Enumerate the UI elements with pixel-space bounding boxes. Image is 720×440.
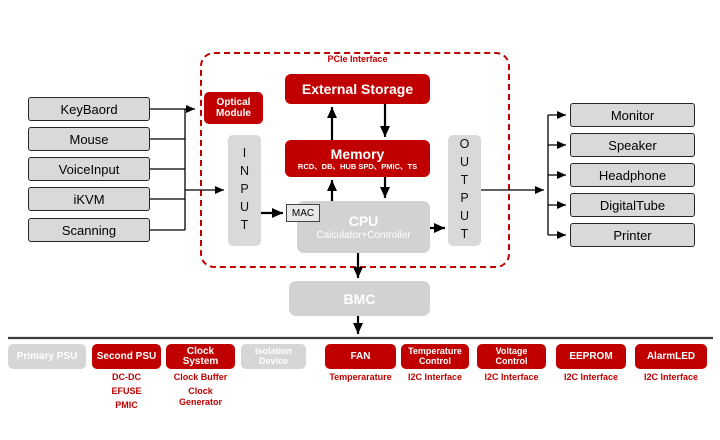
voltage-control-label: Voltage Control bbox=[477, 344, 546, 369]
voltage-control-sub-1: I2C Interface bbox=[484, 372, 539, 382]
fan-sub-1: Temperarature bbox=[329, 372, 392, 382]
second-psu-sub-3: PMIC bbox=[115, 400, 138, 410]
output-device-monitor: Monitor bbox=[570, 103, 695, 127]
output-box: OUTPUT bbox=[448, 135, 481, 246]
memory-box: Memory RCD、DB、HUB SPD、PMIC、TS bbox=[285, 140, 430, 177]
input-device-mouse: Mouse bbox=[28, 127, 150, 151]
module-alarmled: AlarmLED I2C Interface bbox=[635, 344, 707, 383]
input-device-ikvm: iKVM bbox=[28, 187, 150, 211]
pcie-interface-label: PCIe Interface bbox=[327, 54, 388, 64]
eeprom-sub-1: I2C Interface bbox=[563, 372, 619, 382]
cpu-subtitle: Calculator+Controller bbox=[316, 229, 411, 241]
input-box: INPUT bbox=[228, 135, 261, 246]
cpu-title: CPU bbox=[348, 212, 379, 229]
isolation-device-label: Isolation Device bbox=[241, 344, 306, 369]
module-isolation-device: Isolation Device bbox=[241, 344, 306, 369]
external-storage-box: External Storage bbox=[285, 74, 430, 104]
module-fan: FAN Temperarature bbox=[325, 344, 396, 383]
clock-system-label: Clock System bbox=[166, 344, 235, 369]
memory-subtitle: RCD、DB、HUB SPD、PMIC、TS bbox=[297, 161, 418, 171]
second-psu-sub-2: EFUSE bbox=[111, 386, 142, 396]
input-device-keybaord: KeyBaord bbox=[28, 97, 150, 121]
module-second-psu: Second PSU DC-DC EFUSE PMIC bbox=[92, 344, 161, 411]
alarmled-label: AlarmLED bbox=[635, 344, 707, 369]
module-voltage-control: Voltage Control I2C Interface bbox=[477, 344, 546, 383]
fan-label: FAN bbox=[325, 344, 396, 369]
mac-box: MAC bbox=[286, 204, 320, 222]
module-primary-psu: Primary PSU bbox=[8, 344, 86, 369]
memory-title: Memory bbox=[330, 145, 385, 162]
eeprom-label: EEPROM bbox=[556, 344, 626, 369]
output-device-digitaltube: DigitalTube bbox=[570, 193, 695, 217]
clock-system-sub-1: Clock Buffer bbox=[173, 372, 228, 382]
output-device-headphone: Headphone bbox=[570, 163, 695, 187]
clock-system-sub-2: Clock Generator bbox=[178, 386, 222, 407]
output-label: OUTPUT bbox=[457, 136, 472, 245]
alarmled-sub-1: I2C Interface bbox=[643, 372, 699, 382]
input-device-scanning: Scanning bbox=[28, 218, 150, 242]
bmc-box: BMC bbox=[289, 281, 430, 316]
second-psu-sub-1: DC-DC bbox=[112, 372, 141, 382]
input-device-voiceinput: VoiceInput bbox=[28, 157, 150, 181]
primary-psu-label: Primary PSU bbox=[8, 344, 86, 369]
module-temperature-control: Temperature Control I2C Interface bbox=[401, 344, 469, 383]
output-device-printer: Printer bbox=[570, 223, 695, 247]
module-clock-system: Clock System Clock Buffer Clock Generato… bbox=[166, 344, 235, 408]
optical-module-box: Optical Module bbox=[204, 92, 263, 124]
temperature-control-label: Temperature Control bbox=[401, 344, 469, 369]
output-device-speaker: Speaker bbox=[570, 133, 695, 157]
temperature-control-sub-1: I2C Interface bbox=[407, 372, 463, 382]
module-eeprom: EEPROM I2C Interface bbox=[556, 344, 626, 383]
second-psu-label: Second PSU bbox=[92, 344, 161, 369]
input-label: INPUT bbox=[237, 145, 252, 236]
cpu-box: CPU Calculator+Controller bbox=[297, 201, 430, 253]
